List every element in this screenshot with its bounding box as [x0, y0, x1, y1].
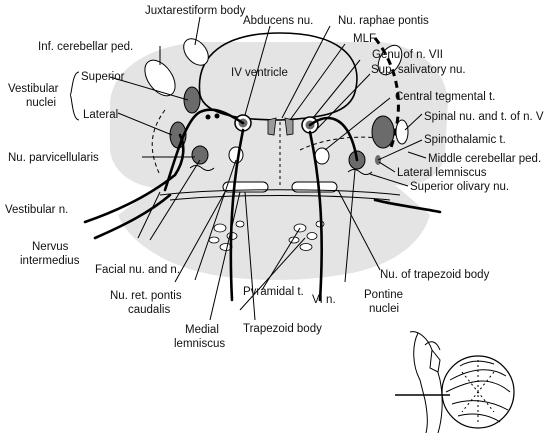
label-superior-olivary-nu: Superior olivary nu. — [410, 181, 509, 193]
label-medial-lemniscus-2: lemniscus — [174, 338, 225, 350]
label-abducens-nu: Abducens nu. — [243, 15, 313, 27]
label-pontine-nuclei-2: nuclei — [369, 303, 399, 315]
label-pyramidal-t: Pyramidal t. — [243, 286, 304, 298]
superior-vestibular-nucleus — [183, 86, 201, 114]
label-nu-parvicellularis: Nu. parvicellularis — [8, 152, 99, 164]
label-lateral: Lateral — [83, 109, 118, 121]
label-nu-raphae-pontis: Nu. raphae pontis — [338, 15, 429, 27]
label-genu-n-vii: Genu of n. VII — [372, 49, 443, 61]
label-nu-ret-pontis-caudalis-1: Nu. ret. pontis — [110, 290, 182, 302]
label-vestibular-nuclei-2: nuclei — [26, 97, 56, 109]
label-mlf: MLF — [353, 33, 376, 45]
trapezoid-body-fibers-2 — [169, 195, 391, 201]
nervus-intermedius — [93, 193, 172, 240]
trapezoid-body-fibers — [159, 189, 401, 196]
vestibular-dot — [205, 114, 211, 120]
facial-nerve-exit-right — [373, 198, 442, 214]
label-nu-ret-pontis-caudalis-2: caudalis — [128, 304, 170, 316]
mlf-left — [267, 117, 277, 136]
label-lateral-lemniscus: Lateral lemniscus — [397, 167, 487, 179]
label-nervus-intermedius-2: intermedius — [20, 255, 80, 267]
label-spinothalamic-t: Spinothalamic t. — [424, 134, 506, 146]
label-sup-salivatory-nu: Sup. salivatory nu. — [371, 64, 466, 76]
label-nervus-intermedius-1: Nervus — [32, 241, 69, 253]
label-facial-nu-and-n: Facial nu. and n. — [95, 264, 180, 276]
label-pontine-nuclei-1: Pontine — [364, 289, 403, 301]
dashed-boundary-left-inner — [299, 136, 381, 151]
superior-olive-right — [347, 169, 373, 175]
label-vi-n: VI n. — [312, 294, 336, 306]
fourth-ventricle-outline — [198, 32, 358, 121]
brainstem-sagittal-inset-icon — [395, 331, 515, 433]
label-trapezoid-body: Trapezoid body — [243, 323, 322, 335]
central-tegmental-right — [314, 147, 330, 165]
label-medial-lemniscus-1: Medial — [185, 324, 219, 336]
facial-nucleus-left — [191, 145, 209, 165]
label-vestibular-nuclei-1: Vestibular — [8, 83, 59, 95]
label-nu-of-trapezoid-body: Nu. of trapezoid body — [380, 269, 490, 281]
abducens-nerve-right — [308, 130, 323, 302]
facial-nerve-right — [308, 116, 359, 162]
dashed-boundary-right — [373, 37, 400, 151]
label-iv-ventricle: IV ventricle — [231, 67, 288, 79]
label-vestibular-n: Vestibular n. — [5, 204, 68, 216]
vestibular-nerve — [83, 133, 185, 224]
label-central-tegmental-t: Central tegmental t. — [395, 91, 495, 103]
label-spinal-nu-t-n-v: Spinal nu. and t. of n. V — [424, 111, 544, 123]
abducens-nerve-left — [229, 128, 245, 302]
facial-nerve-left — [163, 108, 245, 192]
label-juxtarestiform-body: Juxtarestiform body — [145, 5, 246, 17]
inf-cerebellar-ped-oval — [144, 59, 176, 97]
label-middle-cerebellar-ped: Middle cerebellar ped. — [428, 153, 541, 165]
vestibular-nuclei-bracket — [69, 71, 80, 121]
label-inf-cerebellar-ped: Inf. cerebellar ped. — [38, 41, 133, 53]
spinal-nucleus-v-right — [371, 115, 395, 149]
juxtarestiform-oval — [183, 38, 209, 66]
superior-olive-left — [189, 165, 215, 171]
label-superior: Superior — [81, 71, 125, 83]
leader-lines — [109, 16, 427, 321]
spinal-tract-v-right — [395, 119, 409, 145]
vestibular-dot-2 — [214, 113, 220, 119]
